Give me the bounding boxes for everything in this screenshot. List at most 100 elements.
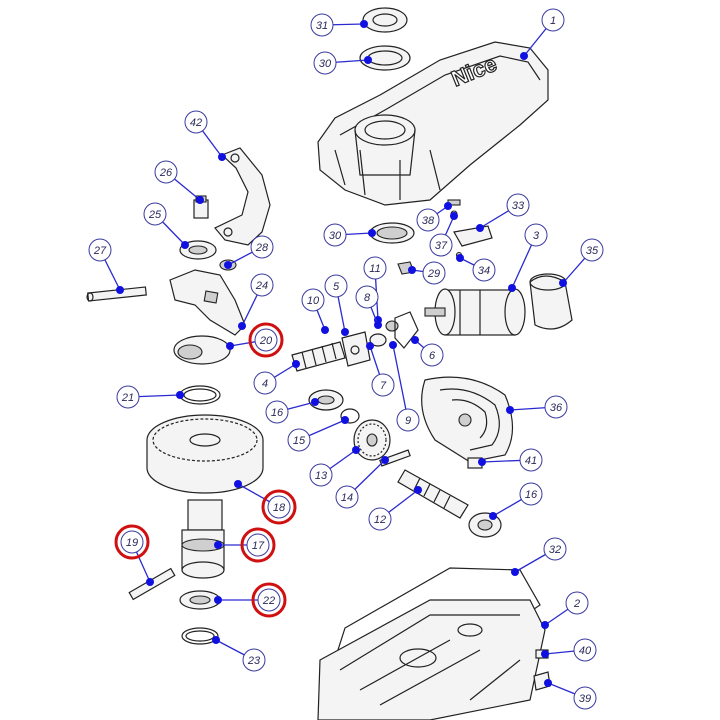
callout-number: 18 [273,502,286,514]
callout-bubble [310,13,334,37]
part-washer-15 [340,408,360,424]
part-base-housing [317,567,546,720]
callout-number: 9 [405,415,411,427]
callout-anchor-dot [414,486,422,494]
callout-bubble [524,223,548,247]
callout-bubble [265,400,289,424]
callout-7: 7 [366,342,395,397]
callout-bubble [506,193,530,217]
callout-9: 9 [389,341,420,432]
callout-bubble [253,371,277,395]
callout-bubble [519,482,543,506]
callout-14: 14 [335,456,389,509]
callout-bubble [472,258,496,282]
callout-bubble [313,51,337,75]
callout-anchor-dot [478,458,486,466]
callout-27: 27 [88,238,124,294]
callout-41: 41 [478,448,543,472]
callout-8: 8 [355,285,382,329]
callout-number: 30 [329,230,342,242]
callout-anchor-dot [559,279,567,287]
callout-number: 16 [271,407,284,419]
callout-19: 19 [114,524,154,586]
callout-bubble [257,588,281,612]
callout-bubble [543,537,567,561]
callout-anchor-dot [444,202,452,210]
callout-number: 31 [316,20,328,32]
callout-anchor-dot [224,261,232,269]
callout-anchor-dot [341,328,349,336]
callout-number: 24 [255,280,268,292]
callout-number: 5 [333,281,340,293]
part-circlip-23 [181,627,219,645]
callout-39: 39 [544,679,597,710]
callout-number: 35 [586,245,599,257]
callout-number: 8 [364,292,371,304]
part-bracket-5 [341,331,371,367]
callout-number: 12 [374,514,386,526]
callout-32: 32 [511,537,567,576]
callout-20: 20 [226,322,284,358]
callout-anchor-dot [212,636,220,644]
callout-number: 1 [550,15,556,27]
callout-number: 13 [315,470,328,482]
callout-bubble [246,533,270,557]
callout-anchor-dot [146,578,154,586]
callout-highlight-ring [240,527,276,563]
callout-13: 13 [309,446,360,487]
callout-number: 30 [319,58,332,70]
part-spring-clip [394,311,419,349]
callout-anchor-dot [508,284,516,292]
callout-number: 26 [159,167,173,179]
callout-number: 32 [549,544,561,556]
callout-bubble [323,223,347,247]
callout-anchor-dot [489,512,497,520]
callout-bubble [519,448,543,472]
callout-bubble [429,233,453,257]
callout-bubble [250,273,274,297]
callout-anchor-dot [541,650,549,658]
callout-anchor-dot [218,153,226,161]
callout-number: 28 [255,242,269,254]
callout-number: 36 [550,402,563,414]
parts-layer: Nice [86,7,573,720]
callout-21: 21 [116,385,184,409]
callout-bubble [301,288,325,312]
callout-31: 31 [310,13,368,37]
callout-37: 37 [429,212,458,257]
callout-number: 16 [525,489,538,501]
callout-number: 11 [369,263,380,275]
callout-11: 11 [363,256,387,324]
callout-number: 22 [262,595,275,607]
callout-bubble [88,238,112,262]
callout-28: 28 [224,235,274,269]
callout-bubble [420,343,444,367]
callout-number: 38 [422,215,435,227]
part-flat-ring-mid [369,222,415,244]
callout-anchor-dot [450,212,458,220]
callout-bubble [184,110,208,134]
callout-highlight-ring [251,582,287,618]
callout-15: 15 [287,416,349,452]
callout-22: 22 [214,582,287,618]
callout-anchor-dot [381,456,389,464]
callout-number: 14 [341,492,353,504]
callout-bubble [573,686,597,710]
callout-34: 34 [456,254,496,282]
callout-number: 39 [579,693,591,705]
part-worm-screw [291,341,346,372]
callout-anchor-dot [214,541,222,549]
callout-anchor-dot [511,568,519,576]
callout-bubble [368,507,392,531]
callout-number: 23 [247,655,261,667]
callout-bubble [371,373,395,397]
callout-highlight-ring [248,322,284,358]
callout-29: 29 [408,261,446,285]
callout-anchor-dot [196,196,204,204]
callout-3: 3 [508,223,548,292]
callout-number: 42 [190,117,202,129]
callout-10: 10 [301,288,329,334]
callout-4: 4 [253,360,300,395]
part-circlip-21 [179,385,221,405]
